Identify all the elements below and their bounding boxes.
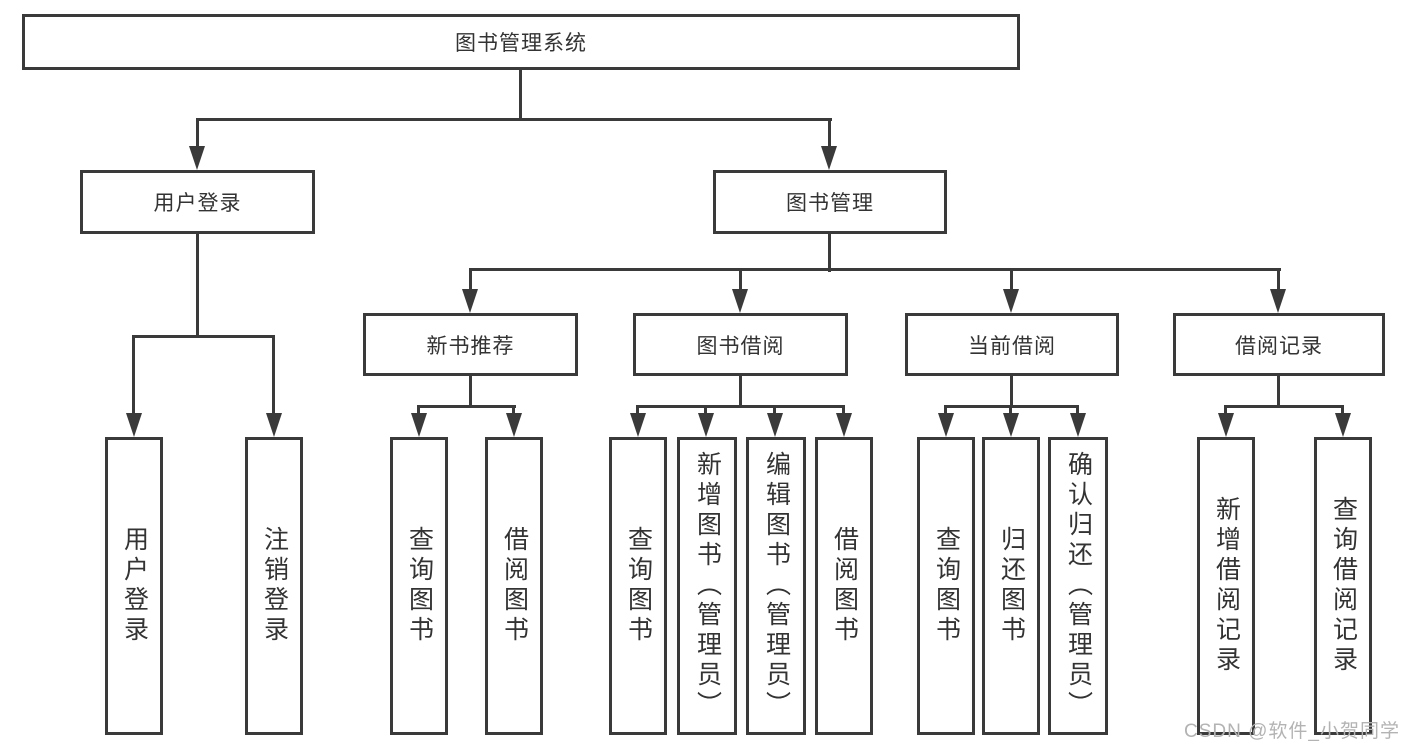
connector-line [519, 70, 522, 121]
connector-line [469, 376, 472, 407]
arrow-down-icon [411, 413, 427, 437]
node-label: 查询图书 [405, 526, 434, 646]
node-label: 新增借阅记录 [1212, 496, 1241, 676]
connector-line [636, 405, 639, 417]
node-label: 编辑图书（管理员） [762, 451, 791, 721]
arrow-down-icon [1003, 413, 1019, 437]
connector-line [1009, 405, 1012, 417]
connector-line [636, 405, 845, 408]
node-label: 借阅图书 [500, 526, 529, 646]
connector-line [1224, 405, 1344, 408]
node-label: 查询图书 [624, 526, 653, 646]
arrow-down-icon [1270, 289, 1286, 313]
arrow-down-icon [698, 413, 714, 437]
leaf-query-borrow-record: 查询借阅记录 [1314, 437, 1372, 735]
connector-line [828, 118, 831, 150]
node-label: 当前借阅 [968, 334, 1056, 358]
leaf-add-books-admin: 新增图书（管理员） [677, 437, 737, 735]
connector-line [704, 405, 707, 417]
node-label: 注销登录 [260, 526, 289, 646]
connector-line [842, 405, 845, 417]
connector-line [1341, 405, 1344, 417]
node-book-borrowing: 图书借阅 [633, 313, 848, 376]
connector-line [1076, 405, 1079, 417]
connector-line [196, 118, 199, 150]
connector-line [1277, 376, 1280, 407]
node-label: 图书管理 [786, 192, 874, 215]
node-label: 借阅图书 [830, 526, 859, 646]
arrow-down-icon [506, 413, 522, 437]
arrow-down-icon [630, 413, 646, 437]
connector-line [1277, 268, 1280, 292]
connector-line [469, 268, 472, 292]
connector-line [417, 405, 516, 408]
watermark: CSDN @软件_小贺同学 [1184, 721, 1400, 742]
node-label: 用户登录 [120, 526, 149, 646]
node-book-management: 图书管理 [713, 170, 947, 234]
leaf-confirm-return-admin: 确认归还（管理员） [1048, 437, 1108, 735]
leaf-query-books-borrowing: 查询图书 [609, 437, 667, 735]
node-borrowing-records: 借阅记录 [1173, 313, 1385, 376]
node-label: 借阅记录 [1235, 334, 1323, 358]
connector-line [773, 405, 776, 417]
node-label: 新书推荐 [426, 334, 515, 358]
arrow-down-icon [1335, 413, 1351, 437]
connector-line [196, 234, 199, 338]
arrow-down-icon [1070, 413, 1086, 437]
arrow-down-icon [266, 413, 282, 437]
arrow-down-icon [938, 413, 954, 437]
connector-line [417, 405, 420, 417]
node-label: 图书借阅 [696, 334, 785, 358]
node-library-management-system: 图书管理系统 [22, 14, 1020, 70]
arrow-down-icon [126, 413, 142, 437]
leaf-query-books-current: 查询图书 [917, 437, 975, 735]
connector-line [828, 234, 831, 272]
node-label: 查询借阅记录 [1329, 496, 1358, 676]
connector-line [512, 405, 515, 417]
leaf-user-login: 用户登录 [105, 437, 163, 735]
leaf-edit-books-admin: 编辑图书（管理员） [746, 437, 806, 735]
node-user-login: 用户登录 [80, 170, 315, 234]
arrow-down-icon [767, 413, 783, 437]
leaf-borrow-books: 借阅图书 [815, 437, 873, 735]
leaf-return-books: 归还图书 [982, 437, 1040, 735]
leaf-add-borrow-record: 新增借阅记录 [1197, 437, 1255, 735]
arrow-down-icon [821, 146, 837, 170]
connector-line [272, 335, 275, 415]
connector-line [739, 376, 742, 407]
node-current-borrowing: 当前借阅 [905, 313, 1119, 376]
connector-line [132, 335, 275, 338]
node-label: 归还图书 [997, 526, 1026, 646]
arrow-down-icon [1218, 413, 1234, 437]
connector-line [469, 268, 1281, 271]
connector-line [944, 405, 947, 417]
connector-line [132, 335, 135, 415]
node-label: 用户登录 [153, 192, 242, 215]
arrow-down-icon [462, 289, 478, 313]
arrow-down-icon [732, 289, 748, 313]
arrow-down-icon [1003, 289, 1019, 313]
connector-line [739, 268, 742, 292]
node-new-book-recommendation: 新书推荐 [363, 313, 578, 376]
leaf-borrow-books-recommend: 借阅图书 [485, 437, 543, 735]
connector-line [1010, 376, 1013, 407]
node-label: 图书管理系统 [455, 32, 587, 55]
connector-line [1010, 268, 1013, 292]
leaf-logout: 注销登录 [245, 437, 303, 735]
node-label: 新增图书（管理员） [693, 451, 722, 721]
node-label: 查询图书 [932, 526, 961, 646]
arrow-down-icon [836, 413, 852, 437]
leaf-query-books-recommend: 查询图书 [390, 437, 448, 735]
connector-line [196, 118, 832, 121]
connector-line [1224, 405, 1227, 417]
node-label: 确认归还（管理员） [1064, 451, 1093, 721]
arrow-down-icon [189, 146, 205, 170]
